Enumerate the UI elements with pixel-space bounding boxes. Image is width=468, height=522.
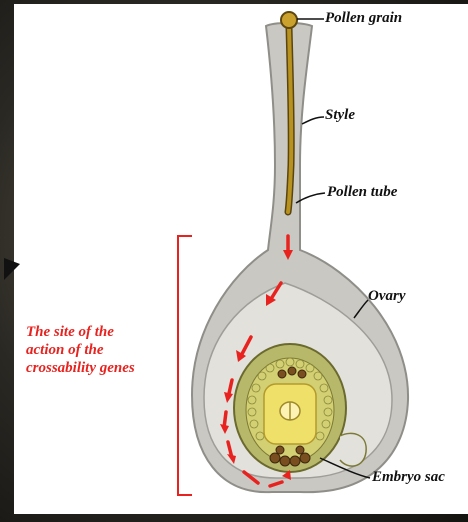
label-embryo-sac: Embryo sac [372,469,445,486]
site-label: The site of the action of the crossabili… [26,323,186,377]
label-style: Style [325,107,355,124]
label-pollen-grain: Pollen grain [325,10,402,27]
pointer-cursor [4,258,20,280]
label-ovary: Ovary [368,288,406,305]
pollen-grain [281,12,297,28]
site-label-line: action of the [26,341,186,359]
micropyle [340,433,366,466]
label-pollen-tube: Pollen tube [327,184,397,201]
site-label-line: The site of the [26,323,186,341]
site-label-line: crossability genes [26,359,186,377]
